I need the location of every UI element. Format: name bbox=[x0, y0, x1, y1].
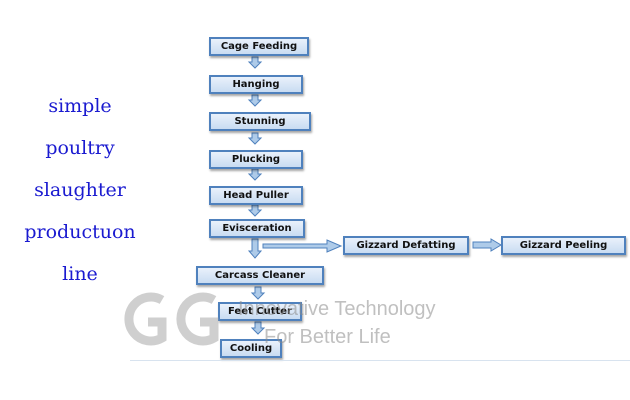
watermark-logo-icon bbox=[124, 292, 219, 346]
step-label: Gizzard Defatting bbox=[356, 240, 456, 251]
arrow-down-5 bbox=[247, 204, 263, 217]
arrow-down-2 bbox=[247, 94, 263, 107]
caption-line-1: simple bbox=[48, 95, 112, 117]
step-label: Cooling bbox=[229, 343, 273, 354]
caption: simple poultry slaughter productuon line bbox=[0, 85, 160, 295]
step-label: Hanging bbox=[232, 79, 280, 90]
step-hanging: Hanging bbox=[209, 75, 303, 94]
step-label: Feet Cutter bbox=[228, 306, 292, 317]
caption-line-3: slaughter bbox=[34, 179, 126, 201]
step-label: Carcass Cleaner bbox=[214, 270, 306, 281]
step-stunning: Stunning bbox=[209, 112, 311, 131]
arrow-down-1 bbox=[247, 56, 263, 69]
watermark-line-2: For Better Life bbox=[264, 326, 391, 348]
caption-line-2: poultry bbox=[45, 137, 115, 159]
arrow-down-3 bbox=[247, 132, 263, 145]
arrow-down-6 bbox=[247, 238, 263, 259]
step-carcass-cleaner: Carcass Cleaner bbox=[196, 266, 324, 285]
step-gizzard-peeling: Gizzard Peeling bbox=[501, 236, 626, 255]
arrow-right-to-peeling bbox=[472, 238, 502, 252]
watermark: Innovative Technology For Better Life bbox=[112, 286, 452, 356]
caption-line-4: productuon bbox=[24, 221, 136, 243]
arrow-down-4 bbox=[247, 168, 263, 181]
step-label: Head Puller bbox=[223, 190, 289, 201]
step-cage-feeding: Cage Feeding bbox=[209, 37, 309, 56]
watermark-line-1: Innovative Technology bbox=[238, 298, 436, 320]
arrow-down-8 bbox=[250, 321, 266, 335]
step-head-puller: Head Puller bbox=[209, 186, 303, 205]
arrow-down-7 bbox=[250, 286, 266, 300]
step-label: Gizzard Peeling bbox=[519, 240, 608, 251]
step-gizzard-defatting: Gizzard Defatting bbox=[343, 236, 469, 255]
arrow-right-to-defatting bbox=[262, 239, 343, 253]
step-cooling: Cooling bbox=[220, 339, 282, 358]
caption-line-5: line bbox=[62, 263, 98, 285]
step-label: Plucking bbox=[231, 154, 281, 165]
step-feet-cutter: Feet Cutter bbox=[218, 302, 302, 321]
step-label: Stunning bbox=[234, 116, 286, 127]
step-evisceration: Evisceration bbox=[209, 219, 305, 238]
step-label: Evisceration bbox=[222, 223, 292, 234]
step-plucking: Plucking bbox=[209, 150, 303, 169]
step-label: Cage Feeding bbox=[220, 41, 298, 52]
divider-line bbox=[130, 360, 630, 361]
